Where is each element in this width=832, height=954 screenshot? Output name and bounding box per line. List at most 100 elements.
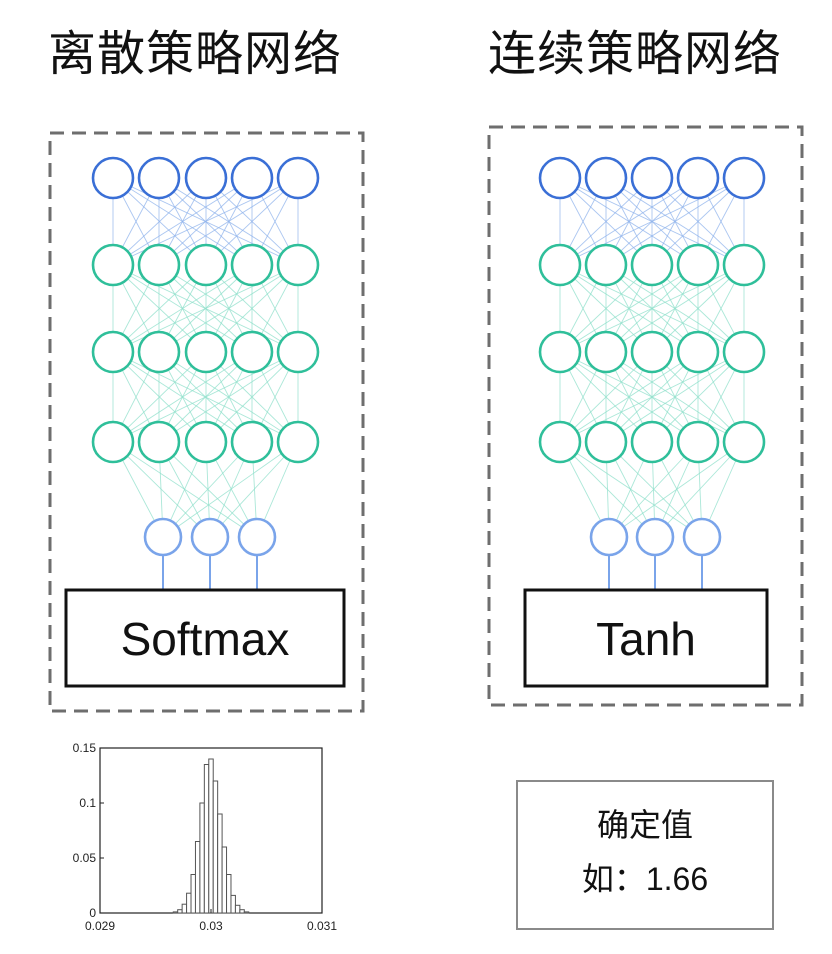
left-connection <box>112 264 253 353</box>
left-hidden-node <box>184 243 228 287</box>
right-network <box>487 125 804 707</box>
softmax-label: Softmax <box>120 613 290 665</box>
right-hidden-node <box>584 330 628 374</box>
right-output-node <box>682 517 722 557</box>
left-hidden-node <box>137 420 181 464</box>
right-hidden-node <box>630 330 674 374</box>
right-hidden-node <box>676 330 720 374</box>
right-connection <box>559 351 653 443</box>
histogram-bar <box>186 892 192 914</box>
left-connection <box>158 264 299 353</box>
left-hidden-node <box>276 330 320 374</box>
example-prefix: 如： <box>581 860 646 898</box>
x-tick-label: 0.031 <box>307 919 337 933</box>
histogram-bar <box>226 874 232 914</box>
x-tick-label: 0.029 <box>85 919 115 933</box>
right-hidden-node <box>722 243 766 287</box>
right-hidden-node <box>584 420 628 464</box>
y-tick-label: 0 <box>89 906 96 920</box>
right-input-node <box>538 156 582 200</box>
left-input-node <box>91 156 135 200</box>
right-input-node <box>722 156 766 200</box>
right-hidden-node <box>676 243 720 287</box>
left-hidden-node <box>91 420 135 464</box>
right-hidden-node <box>722 420 766 464</box>
left-input-node <box>137 156 181 200</box>
left-connection <box>158 351 299 443</box>
left-network <box>48 131 365 713</box>
deterministic-label: 确定值 <box>596 806 693 844</box>
histogram-bar <box>221 846 228 914</box>
left-connection <box>158 177 299 266</box>
left-input-node <box>230 156 274 200</box>
right-connection <box>605 351 745 443</box>
histogram-bar <box>177 909 183 914</box>
right-title: 连续策略网络 <box>488 26 783 82</box>
right-connection <box>605 177 745 266</box>
right-connection <box>651 351 745 443</box>
left-connection <box>162 441 299 538</box>
right-hidden-node <box>584 243 628 287</box>
y-tick-label: 0.15 <box>73 741 97 755</box>
right-connection <box>608 441 745 538</box>
left-connection <box>112 351 253 443</box>
left-hidden-node <box>230 420 274 464</box>
deterministic-example: 如：1.66 <box>518 854 772 900</box>
histogram-bar <box>239 909 245 914</box>
left-connection <box>209 441 299 538</box>
right-hidden-node <box>676 420 720 464</box>
right-input-node <box>676 156 720 200</box>
right-hidden-node <box>630 420 674 464</box>
right-connection <box>608 441 699 538</box>
right-connection <box>559 351 745 443</box>
left-hidden-node <box>91 243 135 287</box>
left-input-node <box>184 156 228 200</box>
left-output-node <box>190 517 230 557</box>
left-hidden-node <box>230 330 274 374</box>
example-value: 1.66 <box>645 861 709 897</box>
histogram-bar <box>212 780 219 914</box>
y-tick-label: 0.05 <box>73 851 97 865</box>
right-hidden-node <box>722 330 766 374</box>
histogram-bar <box>181 903 188 914</box>
left-connection <box>162 441 253 538</box>
right-output-node <box>589 517 629 557</box>
left-hidden-node <box>137 330 181 374</box>
histogram-bar <box>203 764 210 914</box>
left-connection <box>112 441 211 538</box>
right-output-node <box>635 517 675 557</box>
left-hidden-node <box>184 420 228 464</box>
right-connection <box>654 441 745 538</box>
right-hidden-node <box>538 330 582 374</box>
right-dashed-frame <box>487 125 804 707</box>
right-input-node <box>630 156 674 200</box>
left-hidden-node <box>276 420 320 464</box>
left-dashed-frame <box>48 131 365 713</box>
left-title: 离散策略网络 <box>48 26 343 82</box>
left-output-node <box>237 517 277 557</box>
right-connection <box>559 177 699 266</box>
left-hidden-node <box>184 330 228 374</box>
y-tick-label: 0.1 <box>79 796 96 810</box>
left-connection <box>205 351 299 443</box>
histogram-bar <box>199 802 205 914</box>
left-output-function-box <box>64 588 346 688</box>
histogram-bar <box>208 758 214 914</box>
histogram-chart: 0 0.05 0.1 0.15 0.029 0.03 0.031 <box>73 741 338 933</box>
right-connection <box>559 264 699 353</box>
left-connection <box>112 351 207 443</box>
histogram-bar <box>172 911 179 914</box>
histogram-bar <box>234 904 241 914</box>
right-connection <box>605 264 745 353</box>
right-hidden-node <box>538 420 582 464</box>
x-tick-label: 0.03 <box>199 919 223 933</box>
right-output-function-box <box>523 588 769 688</box>
right-connection <box>559 351 699 443</box>
left-input-node <box>276 156 320 200</box>
left-hidden-node <box>230 243 274 287</box>
histogram-bar <box>217 813 223 914</box>
right-hidden-node <box>630 243 674 287</box>
left-hidden-node <box>91 330 135 374</box>
left-hidden-node <box>137 243 181 287</box>
